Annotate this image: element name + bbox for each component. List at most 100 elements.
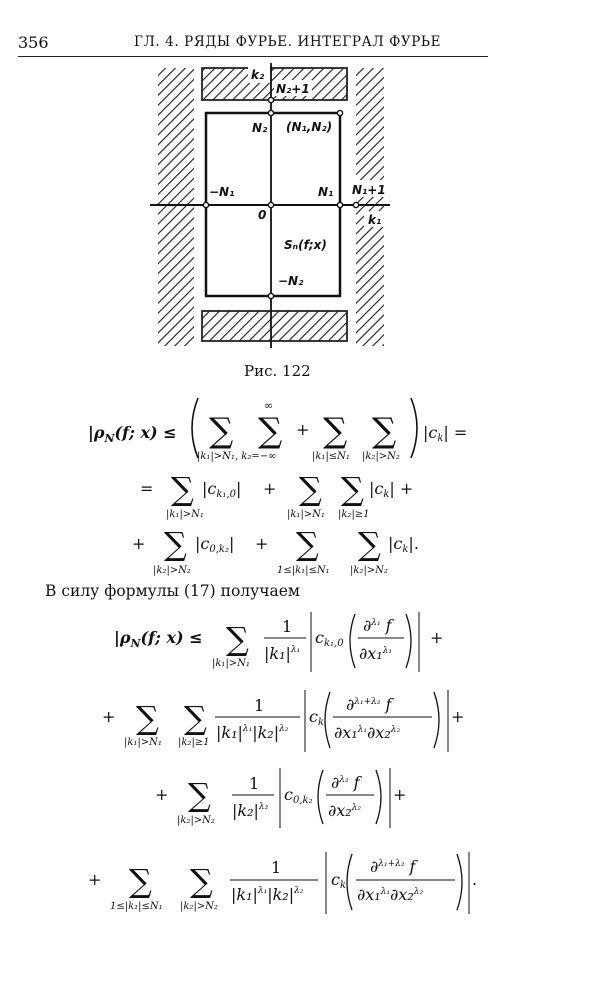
svg-text:|k₁|λ₁: |k₁|λ₁ bbox=[264, 644, 300, 663]
formula-block-1: |ρN(f; x) ≤ ∑ |k₁|>N₁, k₂=−∞ ∑ ∞ + ∑ |k₁… bbox=[88, 397, 467, 576]
label-zero: 0 bbox=[258, 208, 266, 222]
svg-text:|ρN(f; x) ≤: |ρN(f; x) ≤ bbox=[114, 628, 203, 650]
point-origin bbox=[267, 201, 275, 209]
svg-text:∑: ∑ bbox=[164, 525, 187, 563]
svg-text:|k₁|>N₁, k₂=−∞: |k₁|>N₁, k₂=−∞ bbox=[197, 451, 276, 462]
svg-text:∑: ∑ bbox=[188, 776, 211, 814]
hatch-right bbox=[356, 68, 384, 346]
svg-text:|k₂|≥1: |k₂|≥1 bbox=[338, 509, 370, 520]
svg-text:|k₂|≥1: |k₂|≥1 bbox=[178, 737, 210, 748]
svg-text:|k₂|λ₂: |k₂|λ₂ bbox=[232, 801, 269, 820]
point-minus-N2 bbox=[267, 292, 275, 300]
svg-text:∑: ∑ bbox=[226, 620, 249, 658]
svg-text:∂x₁λ₁: ∂x₁λ₁ bbox=[359, 644, 392, 663]
svg-text:∑: ∑ bbox=[129, 862, 152, 900]
svg-text:1: 1 bbox=[254, 696, 264, 715]
band-top bbox=[201, 67, 348, 101]
svg-text:ck: ck bbox=[331, 870, 346, 891]
svg-text:1: 1 bbox=[271, 858, 281, 877]
svg-text:+: + bbox=[296, 420, 309, 439]
svg-text:+: + bbox=[155, 785, 168, 804]
svg-text:∂λ₂ f: ∂λ₂ f bbox=[331, 773, 363, 792]
svg-text:|k₂|>N₂: |k₂|>N₂ bbox=[362, 451, 400, 462]
svg-text:|k₂|>N₂: |k₂|>N₂ bbox=[177, 815, 215, 826]
svg-text:1: 1 bbox=[249, 774, 259, 793]
svg-text:∑: ∑ bbox=[372, 411, 396, 451]
svg-text:|k₁|>N₁: |k₁|>N₁ bbox=[124, 737, 162, 748]
svg-text:+: + bbox=[451, 707, 464, 726]
svg-text:|k₁|≤N₁: |k₁|≤N₁ bbox=[312, 451, 350, 462]
running-header: 356 ГЛ. 4. РЯДЫ ФУРЬЕ. ИНТЕГРАЛ ФУРЬЕ bbox=[18, 30, 488, 57]
label-N1: N₁ bbox=[318, 185, 333, 199]
svg-text:∑: ∑ bbox=[184, 699, 207, 737]
label-k1: k₁ bbox=[368, 213, 381, 227]
point-N1-N2 bbox=[336, 109, 344, 117]
hatch-bottom bbox=[202, 311, 347, 341]
label-minus-N1: −N₁ bbox=[209, 185, 234, 199]
svg-text:1≤|k₁|≤N₁: 1≤|k₁|≤N₁ bbox=[110, 901, 163, 912]
svg-text:|k₁|>N₁: |k₁|>N₁ bbox=[287, 509, 325, 520]
svg-text:∞: ∞ bbox=[264, 399, 273, 412]
page-number: 356 bbox=[18, 33, 49, 52]
point-N2-plus-1 bbox=[267, 96, 275, 104]
svg-text:∑: ∑ bbox=[299, 470, 322, 508]
svg-text:+: + bbox=[263, 479, 276, 498]
svg-text:+: + bbox=[255, 534, 268, 553]
svg-text:∑: ∑ bbox=[341, 470, 364, 508]
svg-text:|k₁|>N₁: |k₁|>N₁ bbox=[212, 658, 250, 669]
svg-text:c0,k₂: c0,k₂ bbox=[284, 785, 313, 806]
svg-text:∑: ∑ bbox=[323, 411, 347, 451]
hatch-left bbox=[158, 68, 194, 346]
svg-text:+: + bbox=[88, 870, 101, 889]
point-N2 bbox=[267, 109, 275, 117]
label-N2-plus-1: N₂+1 bbox=[276, 82, 310, 96]
svg-text:∑: ∑ bbox=[296, 525, 319, 563]
svg-text:+: + bbox=[430, 628, 443, 647]
svg-text:|ck| +: |ck| + bbox=[369, 479, 413, 500]
svg-text:∑: ∑ bbox=[190, 862, 213, 900]
label-N1-N2: (N₁,N₂) bbox=[286, 120, 332, 134]
svg-text:.: . bbox=[472, 870, 477, 889]
svg-text:|ck|.: |ck|. bbox=[388, 534, 419, 555]
svg-text:∑: ∑ bbox=[258, 411, 282, 451]
svg-text:1≤|k₁|≤N₁: 1≤|k₁|≤N₁ bbox=[277, 565, 330, 576]
svg-text:|k₂|>N₂: |k₂|>N₂ bbox=[153, 565, 191, 576]
point-minus-N1 bbox=[202, 201, 210, 209]
svg-text:ck₁,0: ck₁,0 bbox=[315, 628, 344, 649]
svg-text:∑: ∑ bbox=[209, 411, 233, 451]
svg-text:∂x₂λ₂: ∂x₂λ₂ bbox=[328, 801, 361, 820]
svg-text:=: = bbox=[140, 479, 153, 498]
svg-text:|k₂|>N₂: |k₂|>N₂ bbox=[350, 565, 388, 576]
label-N2: N₂ bbox=[252, 121, 268, 135]
label-minus-N2: −N₂ bbox=[278, 274, 304, 288]
svg-text:∑: ∑ bbox=[171, 470, 194, 508]
svg-text:∂λ₁+λ₂ f: ∂λ₁+λ₂ f bbox=[370, 857, 419, 876]
figure-caption: Рис. 122 bbox=[244, 362, 311, 380]
svg-text:|k₁|λ₁|k₂|λ₂: |k₁|λ₁|k₂|λ₂ bbox=[216, 723, 289, 742]
svg-text:|ck| =: |ck| = bbox=[423, 423, 467, 444]
svg-text:∂λ₁+λ₂ f: ∂λ₁+λ₂ f bbox=[346, 695, 395, 714]
svg-text:+: + bbox=[393, 785, 406, 804]
svg-text:1: 1 bbox=[282, 617, 292, 636]
svg-text:∑: ∑ bbox=[136, 699, 159, 737]
svg-text:|k₁|>N₁: |k₁|>N₁ bbox=[166, 509, 204, 520]
intro-sentence: В силу формулы (17) получаем bbox=[45, 582, 300, 600]
svg-text:|k₁|λ₁|k₂|λ₂: |k₁|λ₁|k₂|λ₂ bbox=[231, 885, 304, 904]
svg-text:∂λ₁ f: ∂λ₁ f bbox=[363, 616, 395, 635]
band-bottom bbox=[201, 310, 348, 342]
running-head-title: ГЛ. 4. РЯДЫ ФУРЬЕ. ИНТЕГРАЛ ФУРЬЕ bbox=[134, 34, 442, 50]
svg-text:|k₂|>N₂: |k₂|>N₂ bbox=[180, 901, 218, 912]
figure-122: k₂ N₂+1 N₂ (N₁,N₂) −N₁ 0 N₁ N₁+1 k₁ Sₙ(f… bbox=[150, 63, 390, 348]
label-partial-sum: Sₙ(f;x) bbox=[284, 238, 327, 252]
point-N1-plus-1 bbox=[352, 201, 360, 209]
svg-text:+: + bbox=[102, 707, 115, 726]
svg-text:∂x₁λ₁∂x₂λ₂: ∂x₁λ₁∂x₂λ₂ bbox=[357, 885, 423, 904]
svg-text:+: + bbox=[132, 534, 145, 553]
point-N1 bbox=[336, 201, 344, 209]
svg-text:ck: ck bbox=[309, 707, 324, 728]
label-N1-plus-1: N₁+1 bbox=[352, 183, 386, 197]
label-k2: k₂ bbox=[251, 68, 265, 82]
svg-text:∂x₁λ₁∂x₂λ₂: ∂x₁λ₁∂x₂λ₂ bbox=[334, 723, 400, 742]
svg-text:∑: ∑ bbox=[358, 525, 381, 563]
